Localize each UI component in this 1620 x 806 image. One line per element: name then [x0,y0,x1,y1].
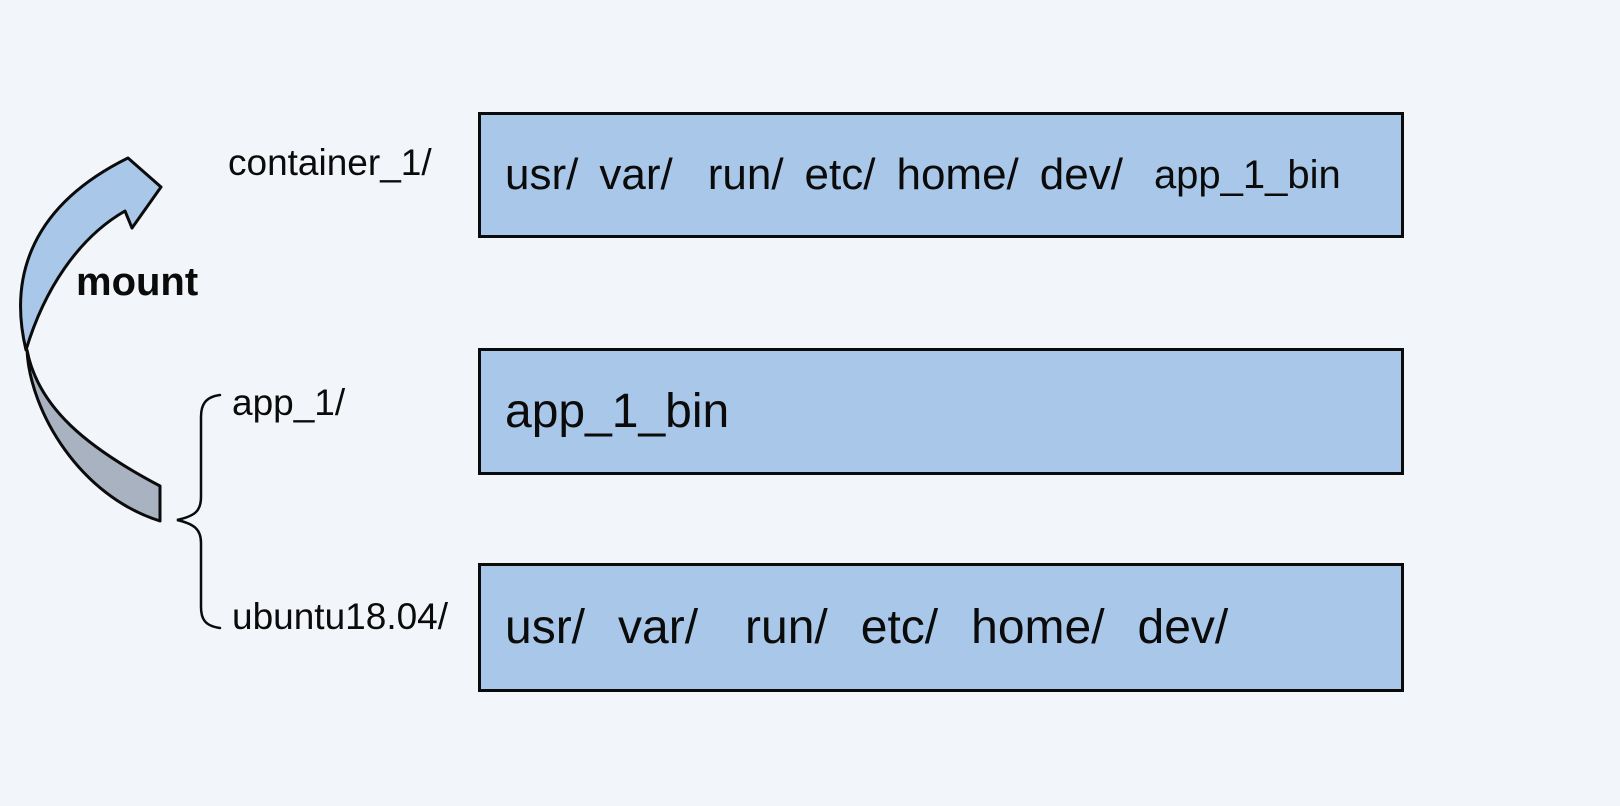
app-filesystem-box: app_1_bin [478,348,1404,475]
dir-entry: run/ [707,150,784,199]
container-filesystem-box: usr/ var/ run/ etc/ home/ dev/ app_1_bin [478,112,1404,238]
dir-entry: var/ [599,150,673,199]
dir-entry: app_1_bin [505,385,730,438]
grouping-brace-icon [176,393,222,630]
mount-label: mount [76,260,199,304]
ubuntu-path-label: ubuntu18.04/ [232,596,449,637]
dir-entry: dev/ [1137,601,1229,654]
ubuntu-filesystem-box: usr/ var/ run/ etc/ home/ dev/ [478,563,1404,692]
dir-entry: etc/ [804,150,876,199]
dir-entry: home/ [896,150,1019,199]
dir-entry: dev/ [1039,150,1123,199]
app-path-label: app_1/ [232,382,346,423]
dir-entry: var/ [618,601,699,654]
mount-arrow-icon [19,156,163,523]
dir-entry: home/ [971,601,1105,654]
dir-entry: usr/ [505,601,586,654]
dir-entry: usr/ [505,150,579,199]
dir-entry: run/ [745,601,828,654]
container-path-label: container_1/ [228,142,432,183]
dir-entry: etc/ [860,601,939,654]
dir-entry: app_1_bin [1153,152,1341,197]
